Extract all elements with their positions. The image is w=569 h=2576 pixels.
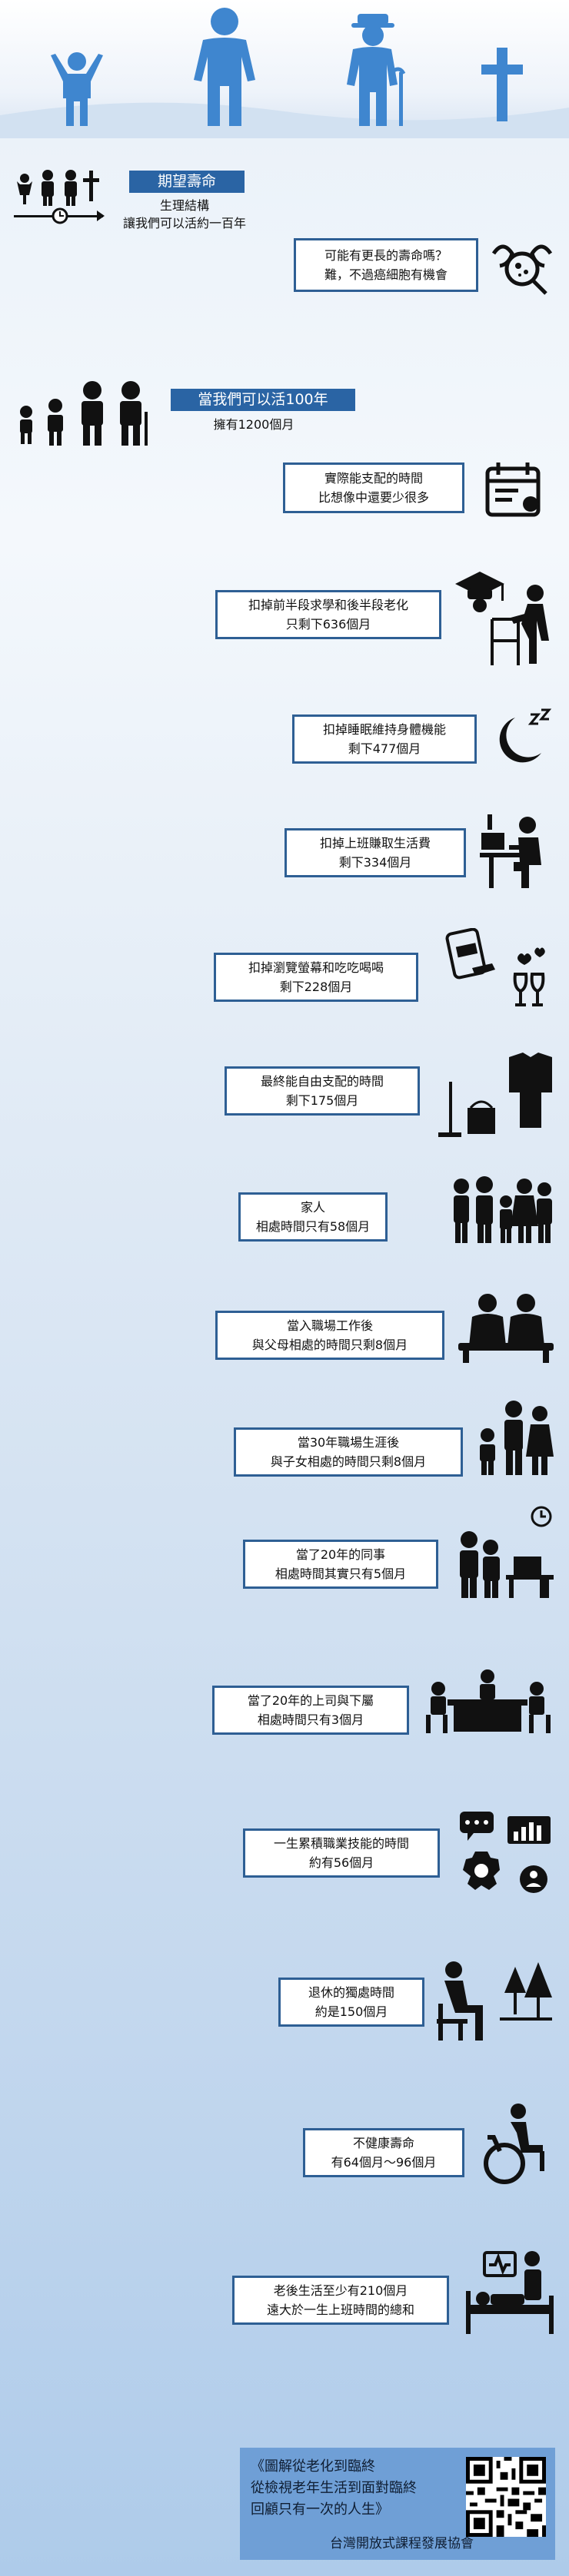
item-box-1: 扣掉前半段求學和後半段老化 只剩下636個月 bbox=[215, 590, 441, 639]
hundred-title: 當我們可以活100年 bbox=[171, 389, 355, 411]
qr-code-icon[interactable] bbox=[466, 2457, 546, 2537]
item-box-12: 退休的獨處時間 約是150個月 bbox=[278, 1978, 424, 2027]
intro-line1: 生理結構 bbox=[159, 198, 209, 213]
item-10-line1: 當了20年的上司與下屬 bbox=[247, 1693, 374, 1708]
item-5-line2: 剩下175個月 bbox=[285, 1093, 359, 1108]
book-footer: 《圖解從老化到臨終 從檢視老年生活到面對臨終 回顧只有一次的人生》 台灣開放式課… bbox=[240, 2448, 555, 2560]
possible-box: 可能有更長的壽命嗎？ 難，不過癌細胞有機會 bbox=[294, 238, 478, 292]
item-8-line1: 當30年職場生涯後 bbox=[297, 1435, 400, 1450]
hundred-line1: 擁有1200個月 bbox=[213, 417, 294, 432]
item-0-line2: 比想像中還要少很多 bbox=[318, 490, 429, 505]
item-box-0: 實際能支配的時間 比想像中還要少很多 bbox=[283, 462, 464, 513]
item-3-line1: 扣掉上班賺取生活費 bbox=[319, 836, 431, 850]
item-2-line1: 扣掉睡眠維持身體機能 bbox=[322, 722, 446, 737]
hospital-bed-icon bbox=[466, 2251, 554, 2334]
footer-line3: 回顧只有一次的人生》 bbox=[251, 2501, 389, 2518]
coworkers-icon bbox=[460, 1506, 554, 1598]
chores-clothes-icon bbox=[438, 1053, 552, 1137]
cross-hero-icon bbox=[481, 48, 523, 121]
footer-line1: 《圖解從老化到臨終 bbox=[251, 2458, 375, 2475]
item-13-line1: 不健康壽命 bbox=[352, 2136, 414, 2150]
item-7-line1: 當入職場工作後 bbox=[286, 1318, 373, 1333]
item-6-line1: 家人 bbox=[300, 1200, 325, 1215]
item-5-line1: 最終能自由支配的時間 bbox=[260, 1074, 384, 1089]
banner-wave bbox=[0, 102, 569, 138]
item-box-13: 不健康壽命 有64個月～96個月 bbox=[303, 2128, 464, 2177]
meeting-icon bbox=[426, 1669, 551, 1733]
possible-line1: 可能有更長的壽命嗎？ bbox=[324, 248, 448, 263]
item-4-line2: 剩下228個月 bbox=[279, 980, 353, 994]
footer-org: 台灣開放式課程發展協會 bbox=[330, 2536, 474, 2551]
intro-title: 期望壽命 bbox=[129, 171, 245, 193]
sleep-moon-icon bbox=[499, 708, 552, 763]
item-4-line1: 扣掉瀏覽螢幕和吃吃喝喝 bbox=[248, 960, 384, 975]
item-13-line2: 有64個月～96個月 bbox=[331, 2155, 437, 2170]
item-7-line2: 與父母相處的時間只剩8個月 bbox=[251, 1338, 408, 1352]
item-8-line2: 與子女相處的時間只剩8個月 bbox=[270, 1454, 427, 1469]
calendar-icon bbox=[485, 462, 541, 517]
item-3-line2: 剩下334個月 bbox=[338, 855, 412, 870]
ages-icon bbox=[20, 381, 148, 446]
parents-icon bbox=[458, 1294, 554, 1363]
item-12-line2: 約是150個月 bbox=[314, 2004, 388, 2019]
child-hero-icon bbox=[51, 52, 103, 126]
adult-hero-icon bbox=[194, 8, 255, 126]
item-14-line1: 老後生活至少有210個月 bbox=[273, 2283, 408, 2298]
parent-children-icon bbox=[480, 1401, 554, 1475]
skills-icon bbox=[460, 1812, 551, 1893]
item-1-line2: 只剩下636個月 bbox=[285, 617, 371, 632]
item-box-10: 當了20年的上司與下屬 相處時間只有3個月 bbox=[212, 1686, 409, 1735]
item-14-line2: 遠大於一生上班時間的總和 bbox=[266, 2302, 414, 2317]
item-9-line2: 相處時間其實只有5個月 bbox=[275, 1566, 407, 1581]
item-11-line1: 一生累積職業技能的時間 bbox=[273, 1836, 409, 1851]
item-9-line1: 當了20年的同事 bbox=[295, 1547, 386, 1562]
item-box-8: 當30年職場生涯後 與子女相處的時間只剩8個月 bbox=[234, 1427, 463, 1477]
item-box-2: 扣掉睡眠維持身體機能 剩下477個月 bbox=[292, 714, 477, 764]
item-box-7: 當入職場工作後 與父母相處的時間只剩8個月 bbox=[215, 1311, 444, 1360]
item-box-3: 扣掉上班賺取生活費 剩下334個月 bbox=[284, 828, 466, 877]
graduate-elder-icon bbox=[455, 572, 549, 665]
item-6-line2: 相處時間只有58個月 bbox=[255, 1219, 371, 1234]
wheelchair-icon bbox=[484, 2104, 544, 2184]
item-0-line1: 實際能支配的時間 bbox=[324, 471, 423, 486]
item-box-6: 家人 相處時間只有58個月 bbox=[238, 1192, 388, 1242]
possible-line2: 難，不過癌細胞有機會 bbox=[324, 267, 448, 282]
screen-drinks-icon bbox=[445, 928, 545, 1006]
intro-line2: 讓我們可以活約一百年 bbox=[122, 216, 246, 230]
intro-text: 生理結構 讓我們可以活約一百年 bbox=[108, 197, 261, 232]
lifecycle-icon bbox=[14, 170, 105, 224]
office-worker-icon bbox=[480, 814, 541, 888]
cell-research-icon bbox=[491, 244, 553, 295]
footer-line2: 從檢視老年生活到面對臨終 bbox=[251, 2480, 417, 2496]
item-box-4: 扣掉瀏覽螢幕和吃吃喝喝 剩下228個月 bbox=[214, 953, 418, 1002]
item-12-line1: 退休的獨處時間 bbox=[308, 1985, 394, 2000]
item-box-14: 老後生活至少有210個月 遠大於一生上班時間的總和 bbox=[232, 2276, 449, 2325]
item-11-line2: 約有56個月 bbox=[308, 1855, 374, 1870]
item-box-9: 當了20年的同事 相處時間其實只有5個月 bbox=[243, 1540, 438, 1589]
item-box-5: 最終能自由支配的時間 剩下175個月 bbox=[225, 1066, 420, 1116]
item-box-11: 一生累積職業技能的時間 約有56個月 bbox=[243, 1828, 440, 1878]
item-10-line2: 相處時間只有3個月 bbox=[257, 1712, 364, 1727]
item-2-line2: 剩下477個月 bbox=[348, 741, 421, 756]
item-1-line1: 扣掉前半段求學和後半段老化 bbox=[248, 598, 408, 612]
family-icon bbox=[454, 1176, 552, 1243]
elder-hero-icon bbox=[347, 14, 406, 126]
retired-alone-icon bbox=[437, 1961, 552, 2041]
